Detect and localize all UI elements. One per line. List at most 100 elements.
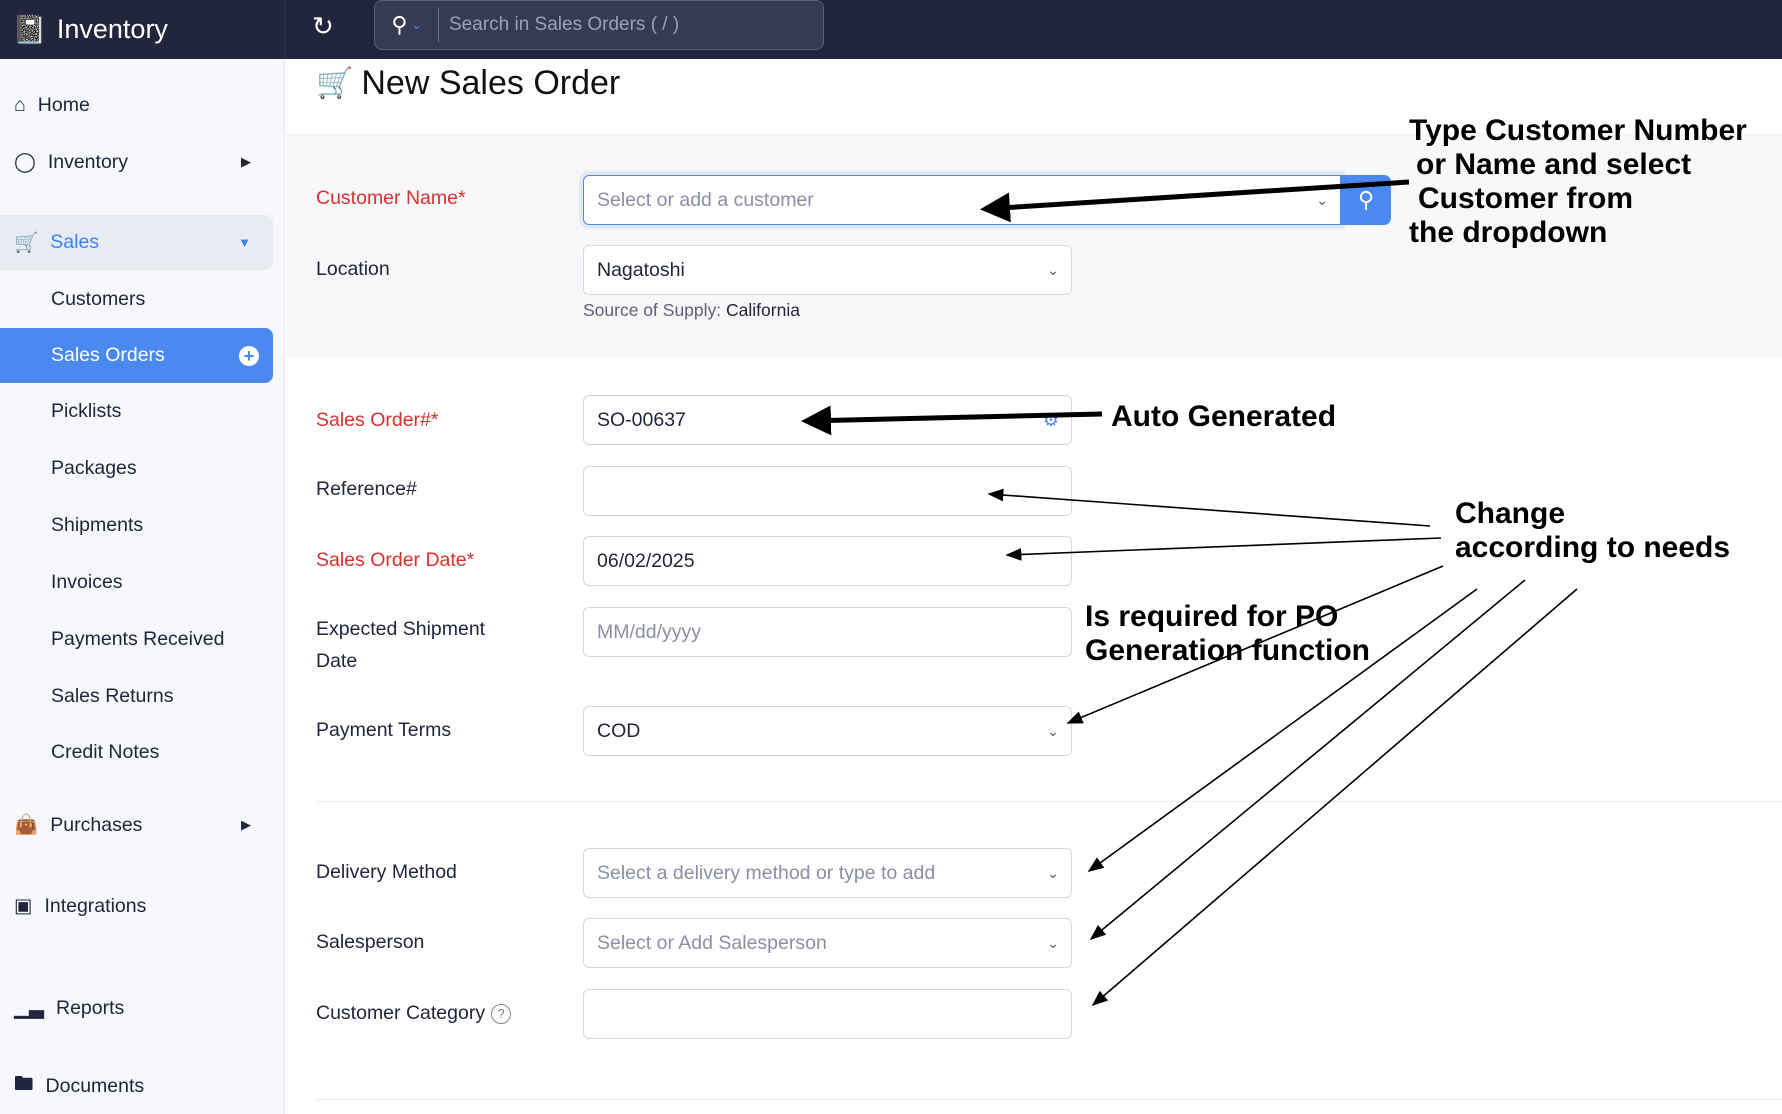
search-input[interactable]: Search in Sales Orders ( / ) xyxy=(449,14,680,35)
category-label-text: Customer Category xyxy=(316,1002,486,1024)
cart-icon: 🛒 xyxy=(14,231,39,254)
chevron-down-icon: ⌄ xyxy=(1047,722,1059,739)
label: Documents xyxy=(45,1074,145,1097)
location-select[interactable]: Nagatoshi ⌄ xyxy=(583,245,1072,295)
label: Sales Returns xyxy=(51,684,174,707)
arrow xyxy=(980,179,1410,223)
cart-icon: 🛒 xyxy=(316,67,354,100)
source-value: California xyxy=(726,300,800,320)
payment-terms-label: Payment Terms xyxy=(316,719,452,741)
sidebar-item-inventory[interactable]: ◯Inventory▶ xyxy=(0,137,273,187)
delivery-placeholder: Select a delivery method or type to add xyxy=(597,861,936,884)
add-sales-order-icon[interactable]: + xyxy=(239,345,259,366)
sidebar-item-home[interactable]: ⌂ Home xyxy=(0,80,273,130)
salesperson-select[interactable]: Select or Add Salesperson ⌄ xyxy=(583,918,1072,968)
arrow xyxy=(1005,537,1442,561)
sidebar-item-sales[interactable]: 🛒 Sales ▼ xyxy=(0,215,273,270)
sidebar-item-credit-notes[interactable]: Credit Notes xyxy=(0,727,273,777)
customer-category-label: Customer Category? xyxy=(316,997,512,1029)
ann-line: Type Customer Number xyxy=(1409,114,1747,147)
page-title: 🛒New Sales Order xyxy=(316,64,620,103)
home-icon: ⌂ xyxy=(14,93,26,116)
annotation-change: Change according to needs xyxy=(1455,497,1730,565)
terms-value: COD xyxy=(597,719,641,742)
chevron-down-icon: ⌄ xyxy=(1047,261,1059,278)
caret-right-icon: ▶ xyxy=(241,817,251,832)
app-brand[interactable]: 📓Inventory xyxy=(0,0,285,59)
label: Integrations xyxy=(44,894,147,917)
top-bar: 📓Inventory ↻ ⚲⌄ Search in Sales Orders (… xyxy=(0,0,1782,59)
label: Credit Notes xyxy=(51,740,160,763)
label: Purchases xyxy=(50,813,143,836)
label: Home xyxy=(37,93,90,116)
folder-icon: 🖿 xyxy=(14,1072,34,1095)
chevron-down-icon: ⌄ xyxy=(1047,864,1059,881)
label: Payments Received xyxy=(51,627,225,650)
label: Picklists xyxy=(51,399,122,422)
location-value: Nagatoshi xyxy=(597,258,685,281)
salesperson-label: Salesperson xyxy=(316,931,425,953)
divider xyxy=(316,801,1782,802)
sidebar-item-documents[interactable]: 🖿 Documents xyxy=(0,1061,273,1111)
ann-line: Change xyxy=(1455,497,1566,530)
payment-terms-select[interactable]: COD ⌄ xyxy=(583,706,1072,756)
so-value: SO-00637 xyxy=(597,408,686,431)
ann-line: or Name and select xyxy=(1416,148,1692,181)
customer-category-input[interactable] xyxy=(583,989,1072,1039)
sidebar-item-integrations[interactable]: ▣Integrations xyxy=(0,881,273,931)
history-icon[interactable]: ↻ xyxy=(312,11,334,41)
reference-label: Reference# xyxy=(316,478,417,500)
sidebar-item-invoices[interactable]: Invoices xyxy=(0,557,273,607)
bag-icon: 👜 xyxy=(14,814,39,836)
sidebar-item-shipments[interactable]: Shipments xyxy=(0,500,273,550)
label: Invoices xyxy=(51,570,123,593)
arrow xyxy=(1089,579,1526,941)
sidebar-item-picklists[interactable]: Picklists xyxy=(0,386,273,436)
search-icon: ⚲ xyxy=(1357,187,1375,212)
chevron-down-icon: ⌄ xyxy=(1316,191,1328,208)
arrow xyxy=(801,405,1103,436)
sales-order-number-label: Sales Order#* xyxy=(316,409,439,431)
arrow xyxy=(1091,588,1578,1007)
label: Packages xyxy=(51,456,137,479)
arrow xyxy=(987,488,1431,527)
chevron-down-icon: ⌄ xyxy=(411,18,422,32)
help-icon[interactable]: ? xyxy=(491,1003,512,1024)
ann-line: the dropdown xyxy=(1409,216,1608,249)
caret-down-icon: ▼ xyxy=(238,235,251,250)
source-label: Source of Supply: xyxy=(583,300,722,320)
annotation-customer: Type Customer Number or Name and select … xyxy=(1409,114,1747,250)
chevron-down-icon: ⌄ xyxy=(1047,934,1059,951)
sales-order-date-input[interactable]: 06/02/2025 xyxy=(583,536,1072,586)
search-bar[interactable]: ⚲⌄ Search in Sales Orders ( / ) xyxy=(374,0,824,50)
expected-shipment-date-input[interactable]: MM/dd/yyyy xyxy=(583,607,1072,657)
annotation-po: Is required for PO Generation function xyxy=(1085,600,1370,668)
reference-input[interactable] xyxy=(583,466,1072,516)
salesperson-placeholder: Select or Add Salesperson xyxy=(597,931,827,954)
exp-line-1: Expected Shipment xyxy=(316,618,486,640)
sidebar-item-customers[interactable]: Customers xyxy=(0,274,273,324)
delivery-method-label: Delivery Method xyxy=(316,861,457,883)
sidebar-item-sales-orders[interactable]: Sales Orders + xyxy=(0,328,273,383)
annotation-auto-generated: Auto Generated xyxy=(1111,400,1337,433)
label: Inventory xyxy=(47,150,129,173)
sidebar-item-sales-returns[interactable]: Sales Returns xyxy=(0,671,273,721)
label: Sales Orders xyxy=(51,344,165,366)
customer-name-label: Customer Name* xyxy=(316,187,466,209)
inventory-icon: ◯ xyxy=(14,151,36,173)
label: Customers xyxy=(51,287,146,310)
delivery-method-select[interactable]: Select a delivery method or type to add ⌄ xyxy=(583,848,1072,898)
sidebar-item-purchases[interactable]: 👜 Purchases ▶ xyxy=(0,800,273,850)
sidebar-item-packages[interactable]: Packages xyxy=(0,443,273,493)
customer-name-select[interactable]: Select or add a customer⌄ xyxy=(583,175,1341,225)
ann-line: according to needs xyxy=(1455,531,1731,564)
label: Sales xyxy=(50,231,100,253)
label: Reports xyxy=(56,996,125,1019)
sidebar-item-reports[interactable]: ▁▃Reports xyxy=(0,983,273,1033)
sidebar-item-payments-received[interactable]: Payments Received xyxy=(0,614,273,664)
page-title-text: New Sales Order xyxy=(361,64,621,102)
ann-line: Is required for PO xyxy=(1085,600,1339,633)
search-scope-button[interactable]: ⚲⌄ xyxy=(375,8,439,42)
search-icon: ⚲ xyxy=(391,12,408,37)
